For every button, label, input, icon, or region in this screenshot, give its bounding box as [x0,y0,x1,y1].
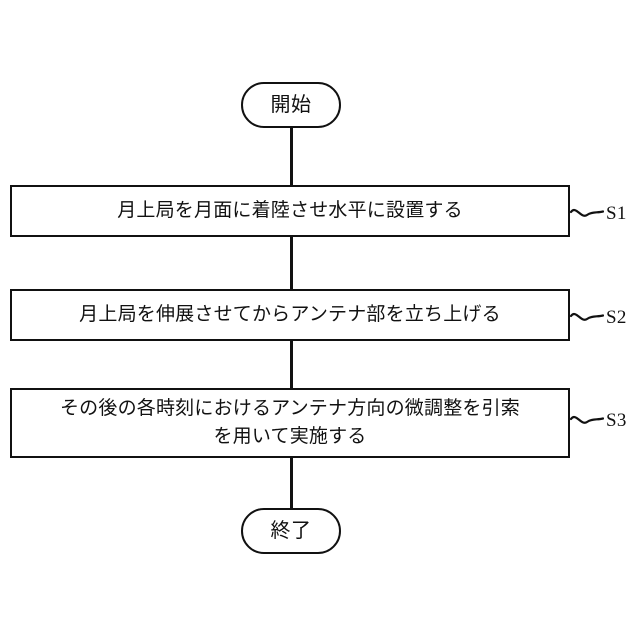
squiggle-leader-icon [570,208,604,217]
squiggle-leader-icon [570,415,604,424]
start-terminator-label: 開始 [270,94,312,116]
connector-s1-to-s2 [290,235,293,291]
step-reference-s3: S3 [570,410,627,432]
connector-s2-to-s3 [290,339,293,390]
end-terminator: 終了 [241,508,341,554]
start-terminator: 開始 [241,82,341,128]
connector-s3-to-end [290,456,293,510]
step-reference-s1: S1 [570,203,627,225]
process-box-s2: 月上局を伸展させてからアンテナ部を立ち上げる [10,289,570,341]
process-box-s1: 月上局を月面に着陸させ水平に設置する [10,185,570,237]
step-reference-label-s3: S3 [606,410,627,431]
process-box-s2-text: 月上局を伸展させてからアンテナ部を立ち上げる [79,304,501,326]
step-reference-label-s2: S2 [606,307,627,328]
squiggle-leader-icon [570,312,604,321]
process-box-s3-text: その後の各時刻におけるアンテナ方向の微調整を引索 を用いて実施する [59,398,521,447]
end-terminator-label: 終了 [270,520,312,542]
step-reference-s2: S2 [570,307,627,329]
step-reference-label-s1: S1 [606,203,627,224]
connector-start-to-s1 [290,126,293,187]
process-box-s1-text: 月上局を月面に着陸させ水平に設置する [117,200,463,222]
process-box-s3: その後の各時刻におけるアンテナ方向の微調整を引索 を用いて実施する [10,388,570,458]
